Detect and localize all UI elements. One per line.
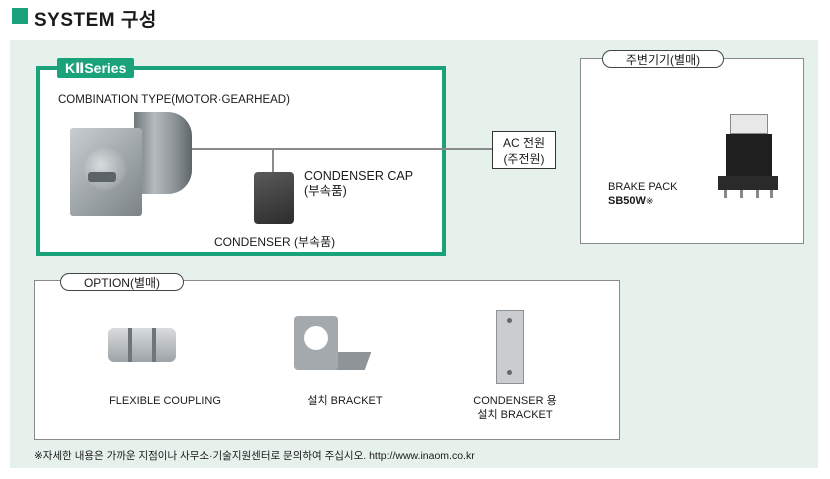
brake-pack-pin (724, 190, 727, 198)
condenser-cap-sub: (부속품) (304, 184, 347, 198)
condenser-bracket-hole (507, 318, 512, 323)
flexible-coupling-image (108, 328, 176, 362)
condenser-bracket-line1: CONDENSER 용 (473, 395, 557, 407)
condenser-bracket-line2: 설치 BRACKET (477, 409, 553, 421)
brake-pack-mark: ※ (645, 196, 654, 206)
motor-image (134, 112, 192, 194)
gearhead-boss (84, 148, 126, 190)
condenser-cap-image (254, 172, 294, 224)
condenser-cap-title: CONDENSER CAP (304, 169, 414, 183)
ac-power-line2: (주전원) (503, 152, 545, 166)
condenser-label: CONDENSER (부속품) (214, 235, 336, 249)
brake-pack-title: BRAKE PACK (608, 181, 678, 193)
brake-pack-socket (718, 176, 778, 190)
page-title: SYSTEM 구성 (34, 10, 157, 31)
combination-type-label: COMBINATION TYPE(MOTOR·GEARHEAD) (58, 94, 290, 106)
ac-power-line1: AC 전원 (502, 136, 546, 150)
brake-pack-pin (756, 190, 759, 198)
condenser-cap-label: CONDENSER CAP (부속품) (304, 169, 413, 199)
condenser-bracket-hole (507, 370, 512, 375)
brake-pack-pin (770, 190, 773, 198)
kseries-tab: KⅡSeries (57, 58, 135, 78)
option-item-coupling: FLEXIBLE COUPLING (109, 395, 221, 407)
header-square-icon (12, 8, 28, 24)
ac-power-box: AC 전원 (주전원) (492, 131, 556, 169)
brake-pack-model: SB50W (608, 195, 646, 207)
option-item-bracket: 설치 BRACKET (307, 395, 383, 407)
coupling-slot (128, 328, 132, 362)
power-wire (190, 148, 492, 150)
coupling-slot (152, 328, 156, 362)
brake-pack-pin (740, 190, 743, 198)
footnote: ※자세한 내용은 가까운 지점이나 사무소·기술지원센터로 문의하여 주십시오.… (34, 450, 475, 462)
option-pill: OPTION(별매) (60, 273, 184, 291)
option-item-condenser-bracket: CONDENSER 용 설치 BRACKET (450, 394, 580, 422)
brake-pack-label: BRAKE PACK SB50W※ (608, 180, 678, 208)
bracket-hole (304, 326, 328, 350)
cap-wire (272, 148, 274, 174)
brake-pack-image (726, 134, 772, 176)
accessories-pill: 주변기기(별매) (602, 50, 724, 68)
motor-shaft (88, 172, 116, 182)
brake-pack-display (730, 114, 768, 134)
